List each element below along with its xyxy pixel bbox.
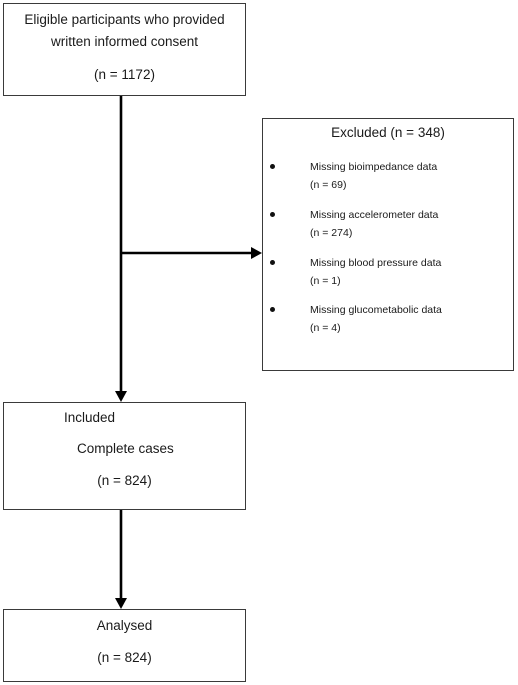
excluded-item-label: Missing bioimpedance data bbox=[310, 161, 438, 173]
excluded-item-label: Missing glucometabolic data bbox=[310, 304, 442, 316]
included-box: Included Complete cases (n = 824) bbox=[3, 402, 246, 510]
excluded-title: Excluded (n = 348) bbox=[331, 125, 445, 140]
included-count: (n = 824) bbox=[97, 473, 152, 488]
excluded-item-label: Missing accelerometer data bbox=[310, 209, 439, 221]
excluded-item-count: (n = 274) bbox=[310, 227, 353, 239]
excluded-item-label: Missing blood pressure data bbox=[310, 257, 442, 269]
bullet-icon bbox=[270, 164, 275, 169]
analysed-label: Analysed bbox=[96, 618, 153, 633]
arrowhead-right-excluded bbox=[251, 247, 262, 259]
consent-line-1: Eligible participants who provided bbox=[24, 12, 225, 27]
complete-cases-label: Complete cases bbox=[77, 441, 174, 456]
excluded-item-count: (n = 4) bbox=[310, 322, 341, 334]
bullet-icon bbox=[270, 307, 275, 312]
excluded-item-count: (n = 1) bbox=[310, 275, 341, 287]
analysed-box: Analysed (n = 824) bbox=[3, 609, 246, 682]
analysed-count: (n = 824) bbox=[97, 650, 152, 665]
excluded-item-count: (n = 69) bbox=[310, 179, 347, 191]
excluded-box: Excluded (n = 348) Missing bioimpedance … bbox=[262, 118, 514, 371]
included-label: Included bbox=[64, 410, 116, 425]
arrowhead-down-analysed bbox=[115, 598, 127, 609]
bullet-icon bbox=[270, 260, 275, 265]
consent-line-2: written informed consent bbox=[50, 34, 199, 49]
consent-count: (n = 1172) bbox=[94, 67, 155, 82]
arrowhead-down-included bbox=[115, 391, 127, 402]
consent-box: Eligible participants who provided writt… bbox=[3, 3, 246, 96]
bullet-icon bbox=[270, 212, 275, 217]
